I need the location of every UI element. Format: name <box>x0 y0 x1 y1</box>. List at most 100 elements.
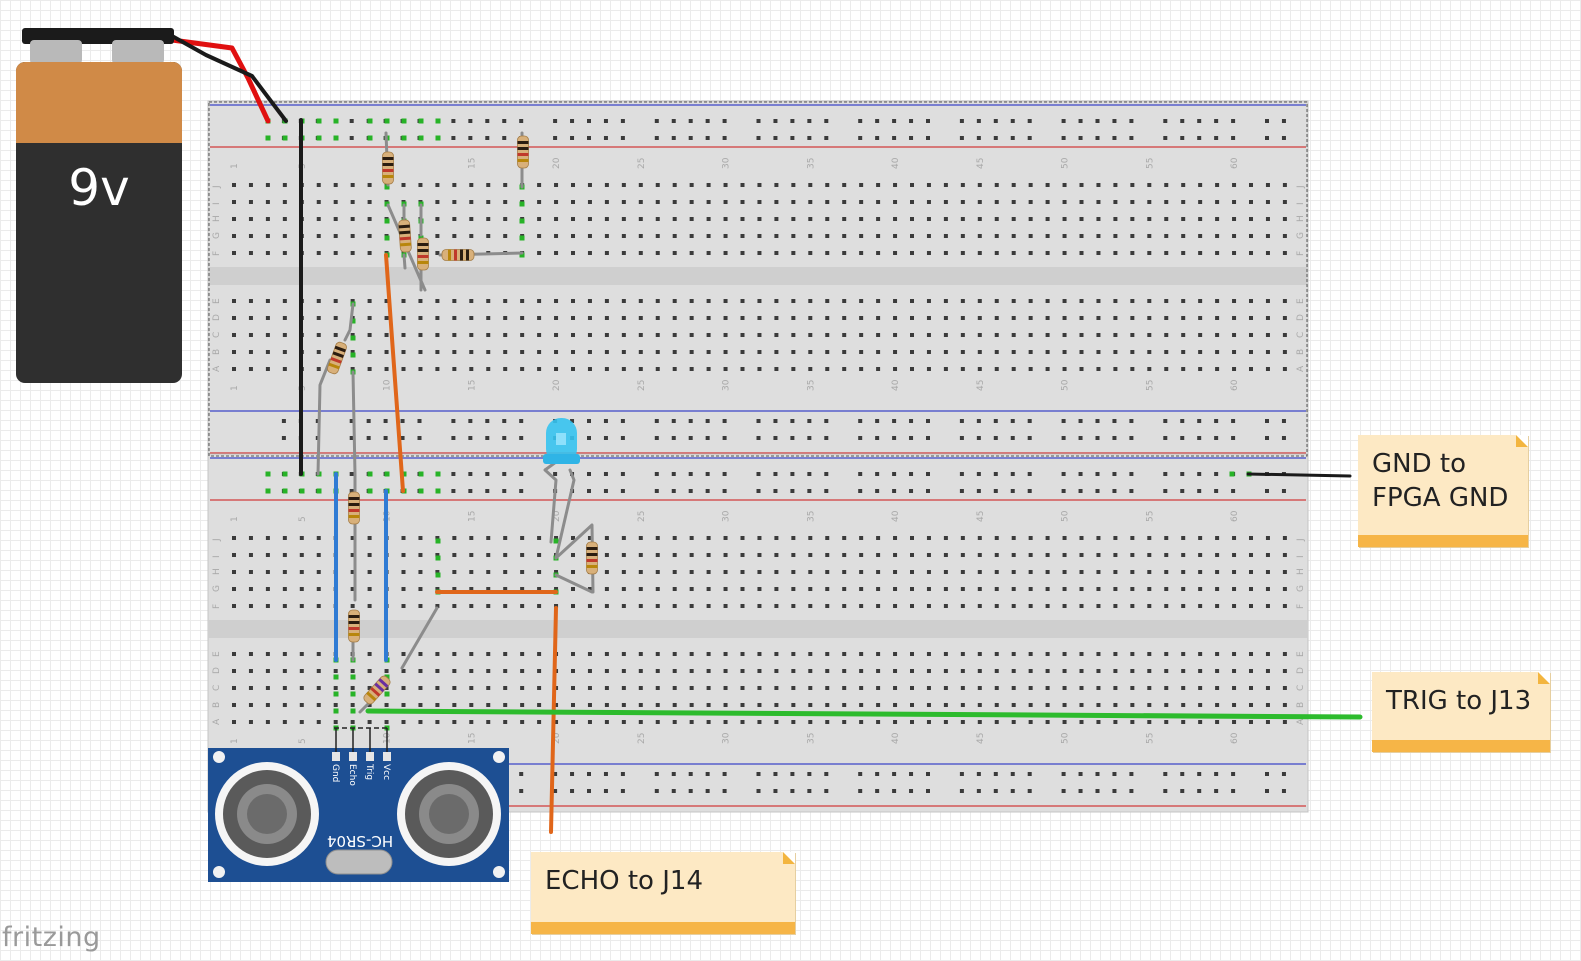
sensor-pin <box>383 752 391 761</box>
row-letter: B <box>212 702 222 708</box>
row-letter: F <box>1296 251 1306 256</box>
resistor-1[interactable] <box>382 151 394 185</box>
crystal <box>325 849 393 875</box>
resistor-band <box>370 687 381 697</box>
resistor-band <box>586 565 598 568</box>
row-letter: G <box>1296 585 1306 592</box>
row-letter: I <box>212 202 222 205</box>
row-letter: G <box>212 585 222 592</box>
sensor-pin <box>332 752 340 761</box>
resistor-body <box>348 609 360 643</box>
lead-gray[interactable] <box>351 370 357 602</box>
lead-gray[interactable] <box>316 358 332 476</box>
column-number: 55 <box>1145 158 1155 169</box>
mount-hole <box>493 751 505 763</box>
led-blue[interactable] <box>543 418 580 472</box>
resistor-band <box>348 497 360 500</box>
row-letter: A <box>212 365 222 372</box>
note-trig-bar <box>1372 740 1550 752</box>
column-number: 15 <box>467 511 477 522</box>
column-number: 15 <box>467 733 477 744</box>
column-number: 45 <box>976 511 986 522</box>
battery-black-lead[interactable] <box>170 34 288 123</box>
resistor-band <box>348 621 360 624</box>
resistor-3[interactable] <box>417 237 429 271</box>
battery-terminal <box>112 40 164 64</box>
row-letter: F <box>212 251 222 256</box>
wire-orange-top[interactable] <box>384 253 405 493</box>
resistor-band <box>417 249 429 252</box>
row-letter: E <box>1296 298 1306 304</box>
row-letter: E <box>212 298 222 304</box>
row-letter: H <box>212 215 222 222</box>
column-number: 35 <box>806 511 816 522</box>
column-number: 20 <box>552 510 562 522</box>
column-number: 50 <box>1061 510 1071 522</box>
note-trig-text: TRIG to J13 <box>1386 686 1532 716</box>
note-gnd[interactable]: GND to FPGA GND <box>1358 435 1528 547</box>
row-letter: D <box>1296 314 1306 321</box>
battery-9v[interactable]: 9v <box>15 28 183 383</box>
resistor-6[interactable] <box>326 341 347 375</box>
lead-gray[interactable] <box>554 468 576 560</box>
row-letter: I <box>1296 202 1306 205</box>
breadboard-bottom: 1155101015152020252530303535404045455050… <box>207 453 1309 813</box>
row-letter: G <box>1296 232 1306 239</box>
battery-label: 9v <box>68 159 129 217</box>
resistor-band <box>417 255 429 258</box>
row-letter: J <box>1296 185 1306 189</box>
column-number: 35 <box>806 733 816 744</box>
lead-gray[interactable] <box>400 606 439 670</box>
column-number: 55 <box>1145 380 1155 391</box>
resistor-band <box>382 163 394 166</box>
resistor-4[interactable] <box>441 249 475 261</box>
resistor-9[interactable] <box>586 541 598 575</box>
column-number: 55 <box>1145 733 1155 744</box>
row-letter: G <box>212 232 222 239</box>
resistor-band <box>348 633 360 636</box>
lead-gray[interactable] <box>343 302 355 342</box>
mount-hole <box>213 751 225 763</box>
resistor-7[interactable] <box>348 491 360 525</box>
note-echo-bar <box>531 922 795 934</box>
wire-orange-echo[interactable] <box>549 606 558 834</box>
row-letter: J <box>212 185 222 189</box>
resistor-band <box>586 547 598 550</box>
column-number: 40 <box>891 157 901 169</box>
row-letter: F <box>212 604 222 609</box>
wire-gnd-external[interactable] <box>1246 472 1352 478</box>
battery-copper-top <box>15 61 183 143</box>
transducer-center <box>429 794 469 834</box>
row-letter: J <box>212 538 222 542</box>
column-number: 30 <box>722 510 732 522</box>
lead-gray[interactable] <box>554 573 594 594</box>
resistor-band <box>399 236 411 241</box>
resistor-band <box>348 627 360 630</box>
note-gnd-bar <box>1358 535 1528 547</box>
column-number: 20 <box>552 379 562 391</box>
note-trig[interactable]: TRIG to J13 <box>1372 672 1550 752</box>
column-number: 50 <box>1061 157 1071 169</box>
lead-gray[interactable] <box>402 253 407 270</box>
resistor-band <box>348 503 360 506</box>
wire-green-trig[interactable] <box>365 708 1363 720</box>
resistor-band <box>348 515 360 518</box>
column-number: 60 <box>1230 732 1240 744</box>
resistor-band <box>586 559 598 562</box>
resistor-band <box>586 553 598 556</box>
battery-red-lead[interactable] <box>169 37 271 124</box>
resistor-band <box>382 169 394 172</box>
lead-gray[interactable] <box>543 468 558 544</box>
resistor-8[interactable] <box>348 609 360 643</box>
column-number: 60 <box>1230 379 1240 391</box>
column-number: 15 <box>467 380 477 391</box>
note-echo[interactable]: ECHO to J14 <box>531 852 795 934</box>
mount-hole <box>493 866 505 878</box>
resistor-10[interactable] <box>362 674 392 705</box>
column-number: 40 <box>891 510 901 522</box>
resistor-5[interactable] <box>517 135 529 169</box>
sensor-pin-label: Trig <box>364 763 374 780</box>
resistor-2[interactable] <box>398 219 412 253</box>
